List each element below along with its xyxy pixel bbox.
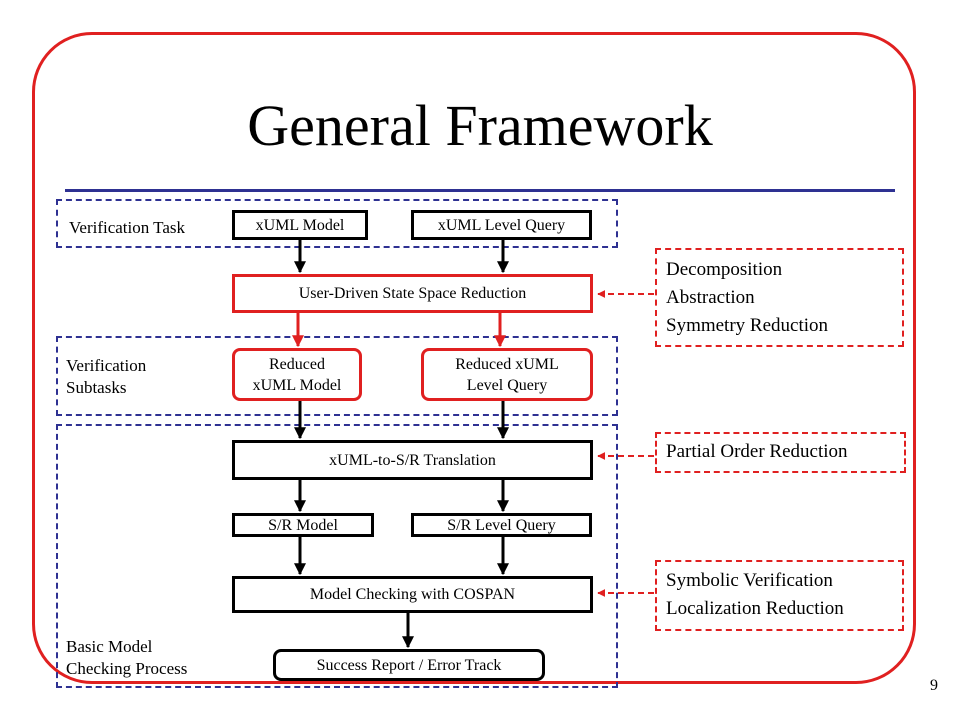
- note-item: Symmetry Reduction: [666, 315, 829, 336]
- node-translation: xUML-to-S/R Translation: [232, 440, 593, 480]
- region-basic-model-checking: [56, 424, 618, 688]
- page-number: 9: [930, 677, 938, 694]
- region-verification-task: [56, 199, 618, 248]
- slide-title: General Framework: [247, 93, 713, 158]
- note-item: Decomposition: [666, 259, 783, 280]
- note-model-checking-techniques: Symbolic Verification Localization Reduc…: [655, 560, 904, 631]
- region-label-basic-model-checking: Basic Model Checking Process: [66, 637, 188, 678]
- note-item: Abstraction: [666, 287, 755, 308]
- note-item: Localization Reduction: [666, 598, 844, 619]
- note-item: Symbolic Verification: [666, 570, 833, 591]
- note-item: Partial Order Reduction: [666, 441, 848, 462]
- node-reduced-xuml-query: Reduced xUML Level Query: [421, 348, 593, 401]
- node-sr-model: S/R Model: [232, 513, 374, 537]
- title-rule: [65, 189, 895, 192]
- note-partial-order-reduction: Partial Order Reduction: [655, 432, 906, 473]
- region-label-verification-subtasks: Verification Subtasks: [66, 356, 147, 397]
- slide-frame: [32, 32, 916, 684]
- node-xuml-level-query: xUML Level Query: [411, 210, 592, 240]
- node-sr-level-query: S/R Level Query: [411, 513, 592, 537]
- region-verification-subtasks: [56, 336, 618, 416]
- node-state-space-reduction: User-Driven State Space Reduction: [232, 274, 593, 313]
- node-xuml-model: xUML Model: [232, 210, 368, 240]
- region-label-verification-task: Verification Task: [69, 218, 186, 237]
- node-model-checking: Model Checking with COSPAN: [232, 576, 593, 613]
- node-reduced-xuml-model: Reduced xUML Model: [232, 348, 362, 401]
- node-success-report: Success Report / Error Track: [273, 649, 545, 681]
- note-reduction-techniques: Decomposition Abstraction Symmetry Reduc…: [655, 248, 904, 347]
